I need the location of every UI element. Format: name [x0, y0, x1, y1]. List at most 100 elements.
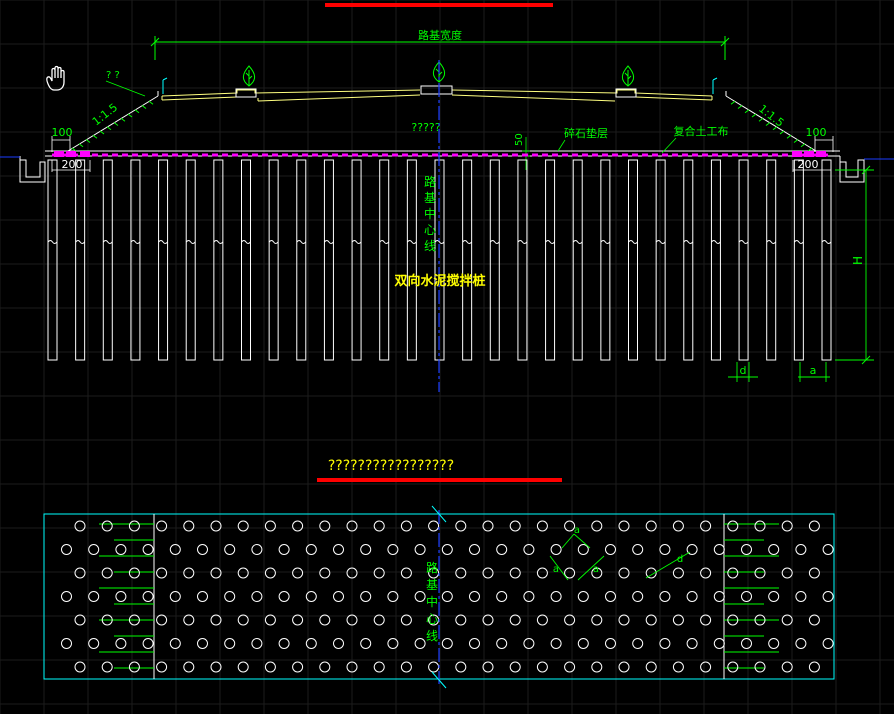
- plan-pile: [808, 661, 820, 673]
- plan-pile: [713, 591, 725, 602]
- plan-pile: [550, 544, 562, 555]
- plan-pile: [360, 544, 372, 555]
- pile: [489, 159, 500, 361]
- plan-pile: [822, 591, 834, 602]
- tree-icon: [621, 65, 635, 87]
- embankment: [45, 91, 840, 157]
- pan-hand-icon[interactable]: [46, 65, 65, 91]
- plan-pile: [237, 567, 249, 579]
- dim-200-right: 200: [798, 158, 819, 171]
- plan-pile: [156, 661, 168, 673]
- plan-pile: [61, 544, 72, 555]
- centerline-label: 路基中心线: [424, 174, 436, 253]
- plan-pile: [115, 591, 127, 602]
- pile: [102, 159, 113, 361]
- pile: [572, 159, 583, 361]
- plan-pile: [564, 567, 576, 579]
- plan-pile: [183, 614, 195, 626]
- dim-50: 50: [514, 133, 525, 146]
- plan-pile: [754, 567, 766, 579]
- pile: [821, 159, 832, 361]
- plan-pile: [61, 591, 72, 602]
- plan-pile: [672, 614, 684, 626]
- plan-pile: [346, 567, 358, 579]
- side-ditch-left: [19, 156, 46, 183]
- plan-pile: [251, 591, 263, 602]
- pile: [406, 159, 417, 361]
- plan-pile: [333, 544, 344, 555]
- dim-100-left: 100: [52, 126, 73, 139]
- plan-pile: [373, 520, 385, 532]
- plan-pile: [700, 614, 712, 626]
- plan-pile: [115, 544, 127, 555]
- plan-pile: [550, 638, 562, 649]
- plan-pile-grid: [61, 520, 834, 673]
- plan-pile: [156, 567, 168, 579]
- pile: [185, 159, 196, 361]
- pile: [158, 159, 169, 361]
- pile: [545, 159, 556, 361]
- plan-pile: [441, 591, 453, 602]
- plan-pile: [387, 638, 399, 649]
- plan-pile: [781, 661, 793, 673]
- plan-pile: [400, 567, 412, 579]
- plan-pile: [482, 520, 494, 532]
- plan-pile: [441, 544, 453, 555]
- plan-pile: [469, 591, 480, 602]
- pile: [738, 159, 749, 361]
- plan-pile: [305, 591, 317, 602]
- plan-title-bar: [317, 478, 562, 482]
- plan-pile: [700, 567, 712, 579]
- plan-pile: [645, 520, 657, 532]
- plan-pile: [727, 661, 739, 673]
- plan-pile: [482, 614, 494, 626]
- plan-pile: [536, 567, 548, 579]
- plan-pile: [781, 614, 793, 626]
- plan-pile: [713, 544, 725, 555]
- plan-pile: [564, 520, 576, 532]
- plan-pile: [305, 544, 317, 555]
- plan-pile: [822, 638, 834, 649]
- pile-diameter-dimension: [728, 362, 758, 382]
- plan-pile: [659, 591, 671, 602]
- plan-pile: [645, 614, 657, 626]
- plan-pile: [101, 520, 113, 532]
- plan-title: ?????????????????: [328, 458, 454, 474]
- plan-pile: [264, 614, 276, 626]
- pile: [628, 159, 638, 361]
- plan-pile: [400, 661, 412, 673]
- plan-pile: [659, 544, 671, 555]
- pile: [130, 159, 141, 361]
- plan-pile: [686, 544, 698, 555]
- plan-pile: [550, 591, 562, 602]
- plan-pile: [319, 614, 331, 626]
- plan-pile: [795, 638, 807, 649]
- pile: [296, 159, 307, 361]
- plan-pile: [88, 591, 100, 602]
- plan-pile: [605, 638, 616, 649]
- plan-pile: [564, 614, 576, 626]
- pile: [683, 159, 694, 361]
- plan-pile: [808, 520, 820, 532]
- plan-pile: [346, 520, 358, 532]
- plan-pile: [469, 638, 480, 649]
- plan-pile: [400, 614, 412, 626]
- plan-pile: [659, 638, 671, 649]
- plan-pile: [795, 591, 807, 602]
- plan-pile: [808, 567, 820, 579]
- pavement-right: [451, 89, 713, 102]
- plan-pile: [197, 544, 208, 555]
- plan-pile: [441, 638, 453, 649]
- leader-line: [105, 80, 146, 97]
- plan-pile: [333, 638, 344, 649]
- plan-pile: [496, 638, 508, 649]
- plan-pile: [727, 614, 739, 626]
- leader-line: [557, 139, 566, 152]
- plan-pile: [455, 661, 467, 673]
- plan-pile: [632, 591, 644, 602]
- plan-pile: [197, 591, 208, 602]
- plan-pile: [591, 520, 603, 532]
- plan-centerline-label: 路基中心线: [426, 560, 438, 643]
